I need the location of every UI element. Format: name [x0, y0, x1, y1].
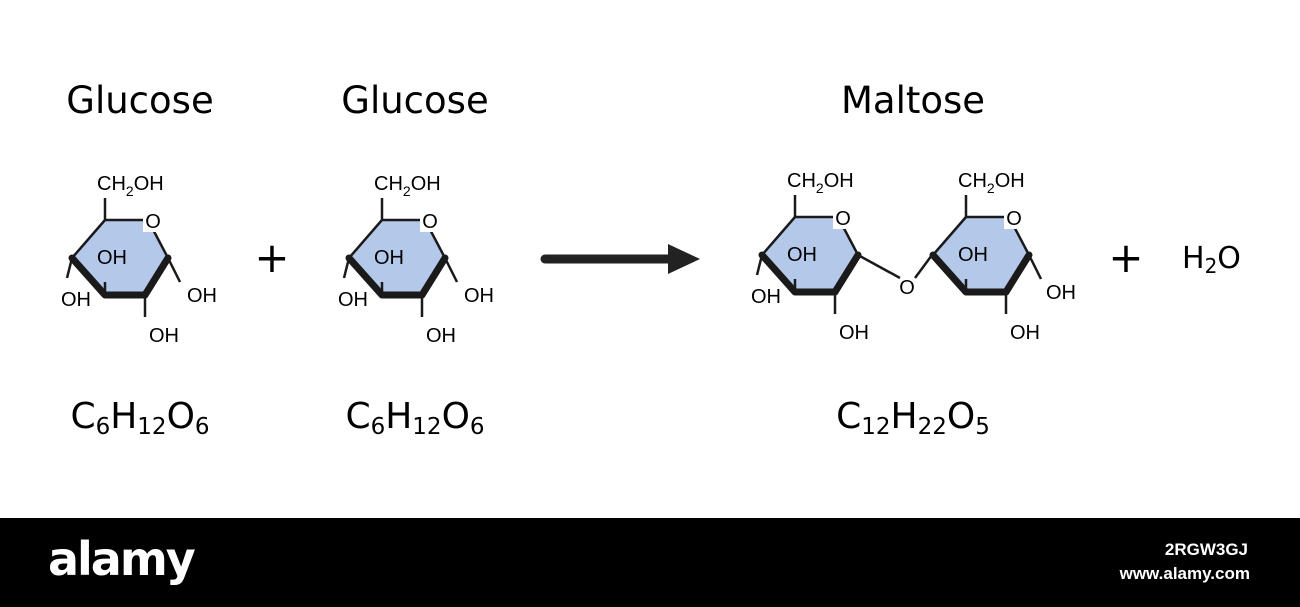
ring-oxygen-label: O [422, 211, 438, 233]
hydroxyl-label: OH [464, 285, 494, 307]
plus-sign: + [254, 233, 289, 282]
hydroxyl-label: OH [149, 325, 179, 347]
ring-oxygen-label: O [1006, 208, 1022, 230]
hydroxyl-label: OH [958, 244, 988, 266]
hydroxyl-label: OH [61, 289, 91, 311]
hydroxyl-label: OH [338, 289, 368, 311]
maltose-structure: O CH2OH OH OH OH O O CH2OH OH OH OH [751, 170, 1076, 344]
ch2oh-label: CH2OH [787, 170, 854, 196]
glucose-1-structure: O CH2OH OH OH OH OH [61, 173, 217, 347]
hydroxyl-label: OH [187, 285, 217, 307]
site-url: www.alamy.com [1119, 564, 1250, 583]
reaction-diagram: Glucose Glucose Maltose O CH2OH OH OH OH… [61, 79, 1241, 440]
glucose-1-title: Glucose [66, 79, 213, 122]
alamy-logo: alamy [48, 532, 196, 586]
hydroxyl-label: OH [751, 286, 781, 308]
hydroxyl-label: OH [426, 325, 456, 347]
glucose-2-title: Glucose [341, 79, 488, 122]
hydroxyl-label: OH [1046, 282, 1076, 304]
reaction-arrow [540, 244, 700, 274]
image-code: 2RGW3GJ [1164, 540, 1248, 559]
glucose-2-structure: O CH2OH OH OH OH OH [338, 173, 494, 347]
maltose-formula: C12H22O5 [836, 396, 990, 440]
glycosidic-oxygen-label: O [899, 277, 915, 299]
ch2oh-label: CH2OH [97, 173, 164, 199]
glucose-2-formula: C6H12O6 [345, 396, 484, 440]
hydroxyl-label: OH [839, 322, 869, 344]
plus-sign: + [1108, 233, 1143, 282]
ch2oh-label: CH2OH [958, 170, 1025, 196]
hydroxyl-label: OH [97, 247, 127, 269]
watermark-footer: alamy 2RGW3GJ www.alamy.com [0, 518, 1300, 607]
water-formula: H2O [1182, 241, 1241, 278]
maltose-title: Maltose [841, 79, 985, 122]
hydroxyl-label: OH [1010, 322, 1040, 344]
ring-oxygen-label: O [145, 211, 161, 233]
hydroxyl-label: OH [787, 244, 817, 266]
hydroxyl-label: OH [374, 247, 404, 269]
ring-oxygen-label: O [835, 208, 851, 230]
ch2oh-label: CH2OH [374, 173, 441, 199]
glucose-1-formula: C6H12O6 [70, 396, 209, 440]
